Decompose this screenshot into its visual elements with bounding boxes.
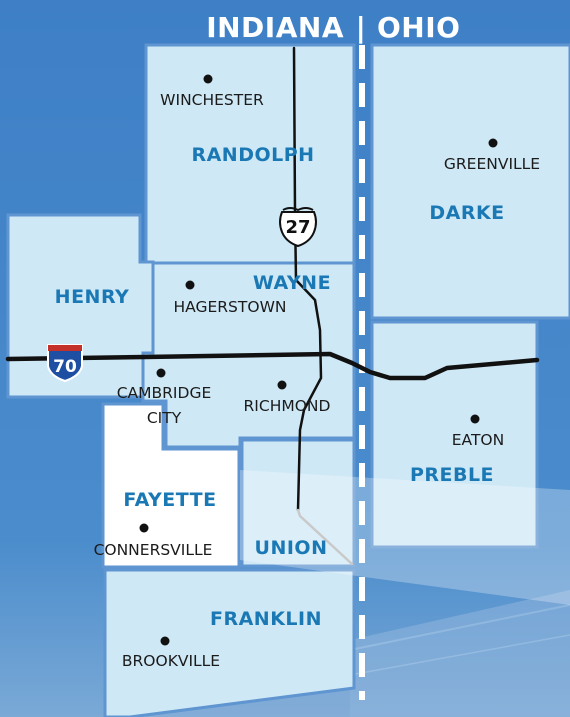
us-27-shield-icon: 27 xyxy=(279,207,317,248)
connersville-dot xyxy=(139,523,149,533)
greenville-dot xyxy=(488,138,498,148)
counties xyxy=(6,43,570,717)
eaton-dot xyxy=(470,414,480,424)
brookville-dot xyxy=(160,636,170,646)
overlay-band xyxy=(240,470,570,605)
county-label-union: UNION xyxy=(255,537,328,559)
title-right-state: OHIO xyxy=(377,11,460,44)
county-fayette[interactable] xyxy=(101,402,241,569)
city-label-eaton: EATON xyxy=(452,431,504,449)
city-label-winchester: WINCHESTER xyxy=(160,91,264,109)
city-label-connersville: CONNERSVILLE xyxy=(94,541,213,559)
county-label-randolph: RANDOLPH xyxy=(191,144,314,166)
county-label-wayne: WAYNE xyxy=(253,272,331,294)
title-separator: | xyxy=(356,11,367,44)
county-label-franklin: FRANKLIN xyxy=(210,608,322,630)
city-label-cambridge-line1: CAMBRIDGE xyxy=(117,384,212,402)
county-darke[interactable] xyxy=(370,43,570,320)
interstate-70-shield-label: 70 xyxy=(53,357,77,377)
county-franklin[interactable] xyxy=(103,568,356,717)
city-label-greenville: GREENVILLE xyxy=(444,155,540,173)
hagerstown-dot xyxy=(185,280,195,290)
cambridge-city-dot xyxy=(156,368,166,378)
city-label-cambridge-line2: CITY xyxy=(147,409,182,427)
city-dots xyxy=(139,74,498,646)
city-label-hagerstown: HAGERSTOWN xyxy=(174,298,287,316)
county-label-henry: HENRY xyxy=(55,286,130,308)
interstate-70-shield-icon: 70 xyxy=(47,344,83,383)
county-label-fayette: FAYETTE xyxy=(123,489,216,511)
us-27-road-faded xyxy=(296,508,354,566)
city-label-brookville: BROOKVILLE xyxy=(122,652,220,670)
us-27-shield-label: 27 xyxy=(285,217,310,238)
county-label-preble: PREBLE xyxy=(410,464,494,486)
interstate-70-road xyxy=(5,351,540,381)
title-left-state: INDIANA xyxy=(206,11,344,44)
city-label-richmond: RICHMOND xyxy=(244,397,331,415)
winchester-dot xyxy=(203,74,213,84)
county-label-darke: DARKE xyxy=(429,202,504,224)
richmond-dot xyxy=(277,380,287,390)
